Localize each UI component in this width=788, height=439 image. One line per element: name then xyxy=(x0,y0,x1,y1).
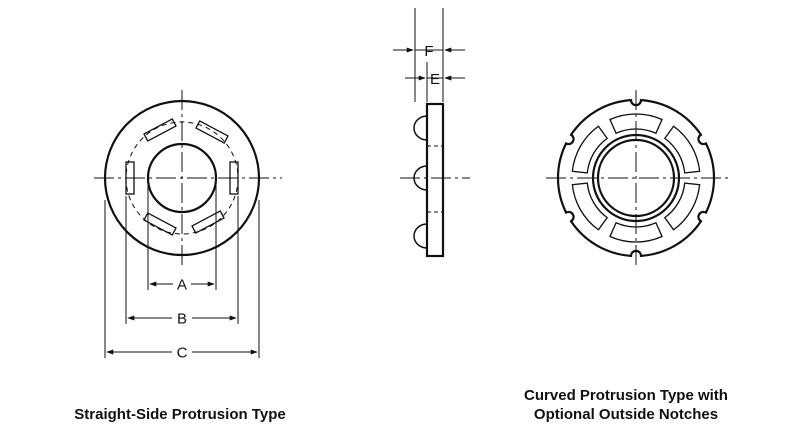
curved-protrusion-lower-right xyxy=(663,182,701,231)
side-bump-middle xyxy=(413,165,428,191)
side-bump-top xyxy=(413,115,428,141)
caption-curved-line1: Curved Protrusion Type with xyxy=(524,387,728,404)
curved-protrusion-top xyxy=(609,113,663,135)
right-inner-hole-outer-edge xyxy=(591,133,681,223)
left-inner-hole xyxy=(146,142,218,214)
curved-protrusion-upper-left xyxy=(571,125,609,174)
curved-protrusion-lower-left xyxy=(571,182,609,231)
straight-side-washer xyxy=(94,90,282,358)
protrusion-right xyxy=(229,161,239,195)
dimension-label-a: A xyxy=(177,277,187,294)
curved-washer xyxy=(546,90,728,268)
caption-curved-line2: Optional Outside Notches xyxy=(533,406,719,423)
curved-protrusions xyxy=(571,113,701,243)
side-bump-bottom xyxy=(413,223,428,249)
right-inner-hole xyxy=(596,138,676,218)
protrusion-bottom-right xyxy=(191,210,225,234)
dimension-label-c: C xyxy=(177,345,188,362)
caption-straight-side: Straight-Side Protrusion Type xyxy=(74,406,286,423)
protrusion-left xyxy=(125,161,135,195)
protrusion-top-left xyxy=(143,118,177,142)
dimension-label-f: F xyxy=(424,43,433,60)
dimension-label-b: B xyxy=(177,311,187,328)
curved-protrusion-upper-right xyxy=(663,125,701,174)
protrusion-top-right xyxy=(195,120,229,144)
side-view xyxy=(393,8,470,258)
protrusion-bottom-left xyxy=(143,212,177,236)
side-washer-body xyxy=(425,102,445,258)
dimension-label-e: E xyxy=(430,71,440,88)
curved-protrusion-bottom xyxy=(609,221,663,243)
left-outer-circle xyxy=(103,99,261,257)
